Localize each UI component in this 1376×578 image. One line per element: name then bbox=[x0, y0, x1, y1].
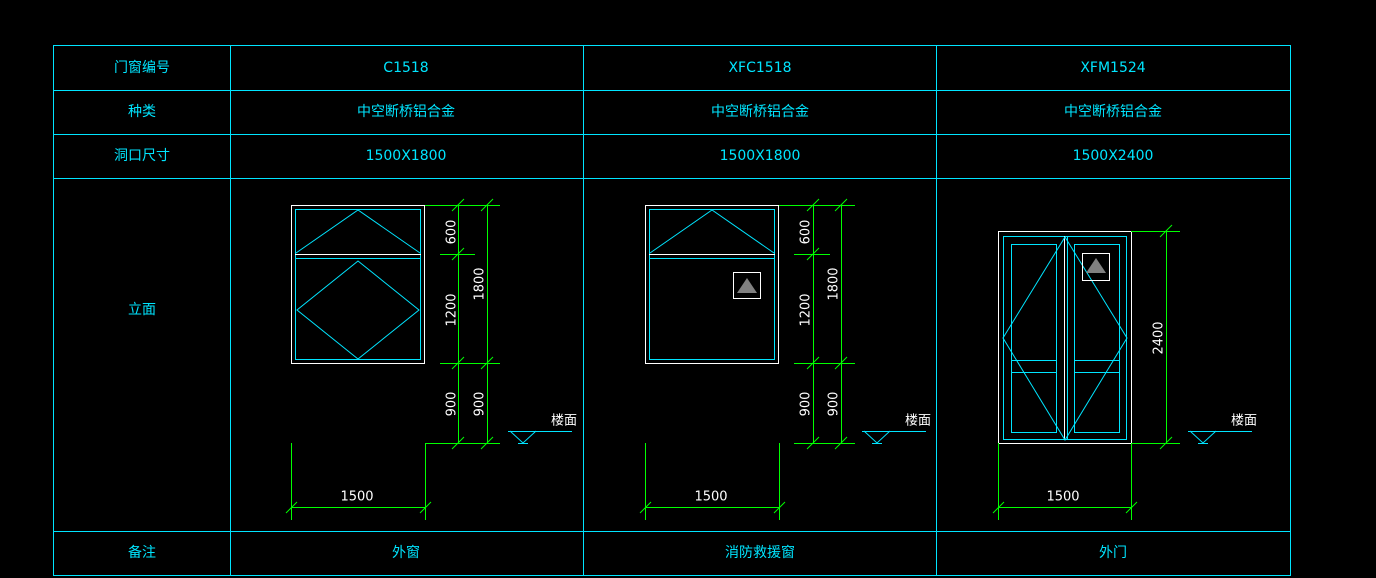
dimension-lines bbox=[992, 224, 1180, 520]
dim-label: 900 bbox=[827, 392, 842, 417]
dim-label: 1500 bbox=[694, 490, 727, 505]
cell-remark: 外窗 bbox=[392, 544, 420, 561]
floor-label: 楼面 bbox=[1231, 414, 1257, 429]
cell-remark: 外门 bbox=[1099, 545, 1127, 561]
dim-label: 1200 bbox=[799, 293, 814, 326]
dim-label: 900 bbox=[473, 392, 488, 417]
cell-size: 1500X2400 bbox=[1073, 148, 1154, 164]
dim-label: 2400 bbox=[1152, 321, 1167, 354]
row-header-elevation: 立面 bbox=[128, 302, 156, 318]
row-header-code: 门窗编号 bbox=[114, 59, 170, 76]
table-grid bbox=[53, 45, 1291, 576]
elevation-c1518: 600 1200 900 1800 900 1500 楼面 bbox=[285, 198, 577, 520]
dim-label: 600 bbox=[445, 220, 460, 245]
table-border bbox=[53, 45, 1291, 576]
dim-label: 1200 bbox=[445, 293, 460, 326]
window-frame bbox=[645, 205, 779, 364]
cell-code: XFM1524 bbox=[1080, 60, 1145, 76]
floor-label: 楼面 bbox=[905, 414, 931, 429]
door-leaf-swing bbox=[1002, 236, 1128, 441]
dim-label: 1500 bbox=[340, 490, 373, 505]
row-header-remark: 备注 bbox=[128, 544, 156, 561]
cell-type: 中空断桥铝合金 bbox=[711, 104, 809, 120]
dim-label: 1800 bbox=[473, 267, 488, 300]
dimension-lines bbox=[639, 198, 855, 520]
cell-size: 1500X1800 bbox=[720, 148, 801, 164]
sash-opening-diamond bbox=[296, 260, 420, 360]
rescue-window-symbol bbox=[1082, 253, 1110, 281]
sash-opening-top bbox=[295, 209, 421, 254]
rescue-window-symbol bbox=[733, 272, 761, 299]
dim-label: 900 bbox=[445, 392, 460, 417]
elevation-xfm1524: 2400 1500 楼面 bbox=[992, 224, 1257, 520]
dim-label: 900 bbox=[799, 392, 814, 417]
elevation-xfc1518: 600 1200 900 1800 900 1500 楼面 bbox=[639, 198, 931, 520]
table-text: 门窗编号 种类 洞口尺寸 立面 备注 C1518 XFC1518 XFM1524… bbox=[114, 59, 1162, 561]
dimension-lines bbox=[285, 198, 500, 520]
dim-label: 600 bbox=[799, 220, 814, 245]
row-header-type: 种类 bbox=[128, 104, 156, 120]
row-header-size: 洞口尺寸 bbox=[114, 148, 170, 164]
window-frame bbox=[291, 205, 425, 364]
floor-label: 楼面 bbox=[551, 414, 577, 429]
cell-type: 中空断桥铝合金 bbox=[357, 104, 455, 120]
cell-type: 中空断桥铝合金 bbox=[1064, 104, 1162, 120]
cell-remark: 消防救援窗 bbox=[725, 544, 795, 561]
floor-level-mark bbox=[1188, 430, 1252, 444]
door-frame bbox=[998, 231, 1132, 444]
cell-size: 1500X1800 bbox=[366, 148, 447, 164]
cell-code: XFC1518 bbox=[728, 60, 791, 76]
dim-label: 1800 bbox=[827, 267, 842, 300]
cell-code: C1518 bbox=[383, 60, 428, 76]
floor-level-mark bbox=[508, 430, 572, 444]
dim-label: 1500 bbox=[1046, 490, 1079, 505]
floor-level-mark bbox=[862, 430, 926, 444]
sash-opening-top bbox=[649, 209, 775, 254]
